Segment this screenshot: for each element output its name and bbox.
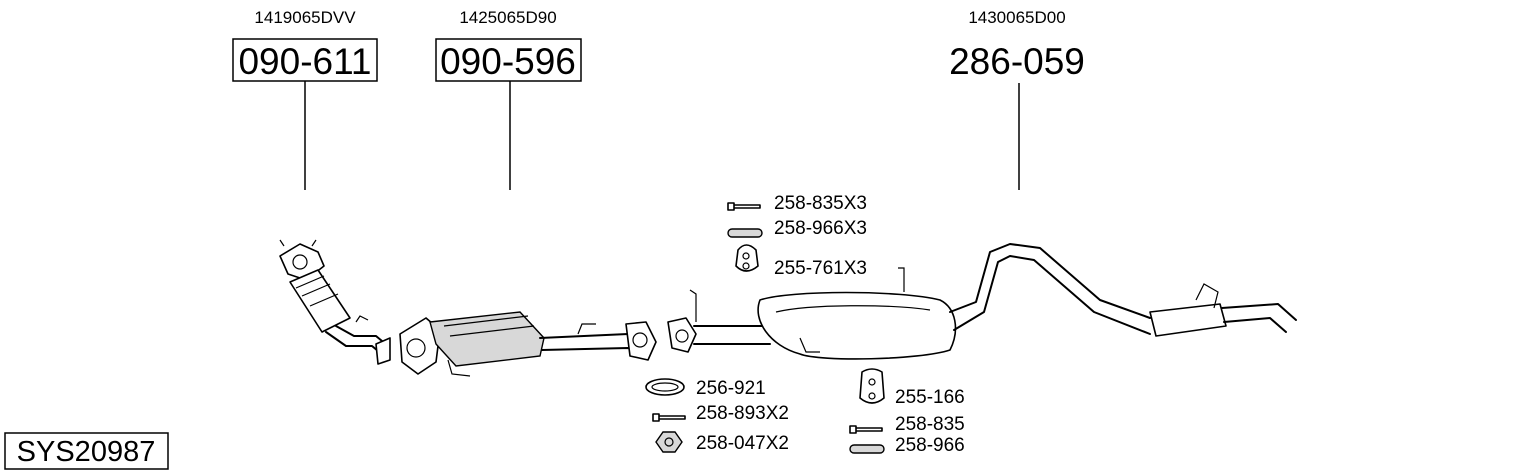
part-number-box [232, 38, 378, 82]
accessory-label[interactable]: 258-966X3 [774, 218, 867, 239]
accessory-label[interactable]: 258-835X3 [774, 193, 867, 214]
accessory-258-893X2: 258-893X2 [652, 403, 789, 424]
oe-number-label: 1430065D00 [968, 8, 1065, 27]
part-number-box [435, 38, 582, 82]
sleeve-icon [727, 228, 763, 238]
rear-silencer-drawing [667, 243, 1297, 360]
accessory-label[interactable]: 258-047X2 [696, 433, 789, 454]
accessory-255-166: 255-166 [859, 368, 965, 408]
accessory-258-966: 258-966 [849, 435, 965, 456]
part-group-286-059: 1430065D00 286-059 [949, 8, 1085, 190]
accessory-255-761X3: 255-761X3 [735, 244, 867, 279]
system-code-label: SYS20987 [17, 436, 156, 468]
accessory-258-047X2: 258-047X2 [655, 431, 789, 454]
rubber-mount-icon [859, 368, 885, 404]
part-group-090-596: 1425065D90 090-596 [435, 8, 582, 190]
accessory-label[interactable]: 258-893X2 [696, 403, 789, 424]
rubber-hanger-icon [735, 244, 759, 272]
part-number-label[interactable]: 090-611 [238, 41, 371, 82]
accessory-258-835X3: 258-835X3 [727, 193, 867, 214]
part-number-label[interactable]: 286-059 [949, 41, 1085, 82]
system-code-box [4, 432, 169, 470]
accessory-label[interactable]: 258-835 [895, 414, 965, 435]
bolt-icon [652, 413, 686, 422]
gasket-ring-icon [645, 378, 685, 396]
accessory-256-921: 256-921 [645, 378, 766, 399]
part-number-label[interactable]: 090-596 [440, 41, 576, 82]
accessory-258-835: 258-835 [849, 414, 965, 435]
bolt-icon [849, 425, 883, 434]
bolt-icon [727, 202, 761, 211]
accessory-label[interactable]: 255-166 [895, 387, 965, 408]
part-group-090-611: 1419065DVV 090-611 [232, 8, 378, 190]
oe-number-label: 1419065DVV [254, 8, 356, 27]
catalyst-intermediate-drawing [399, 311, 657, 377]
oe-number-label: 1425065D90 [459, 8, 556, 27]
accessory-258-966X3: 258-966X3 [727, 218, 867, 239]
system-code: SYS20987 [4, 432, 169, 470]
accessory-label[interactable]: 256-921 [696, 378, 766, 399]
nut-icon [655, 431, 683, 453]
accessory-label[interactable]: 255-761X3 [774, 258, 867, 279]
front-pipe-catalyst-drawing [279, 239, 391, 365]
sleeve-icon [849, 444, 885, 454]
accessory-label[interactable]: 258-966 [895, 435, 965, 456]
